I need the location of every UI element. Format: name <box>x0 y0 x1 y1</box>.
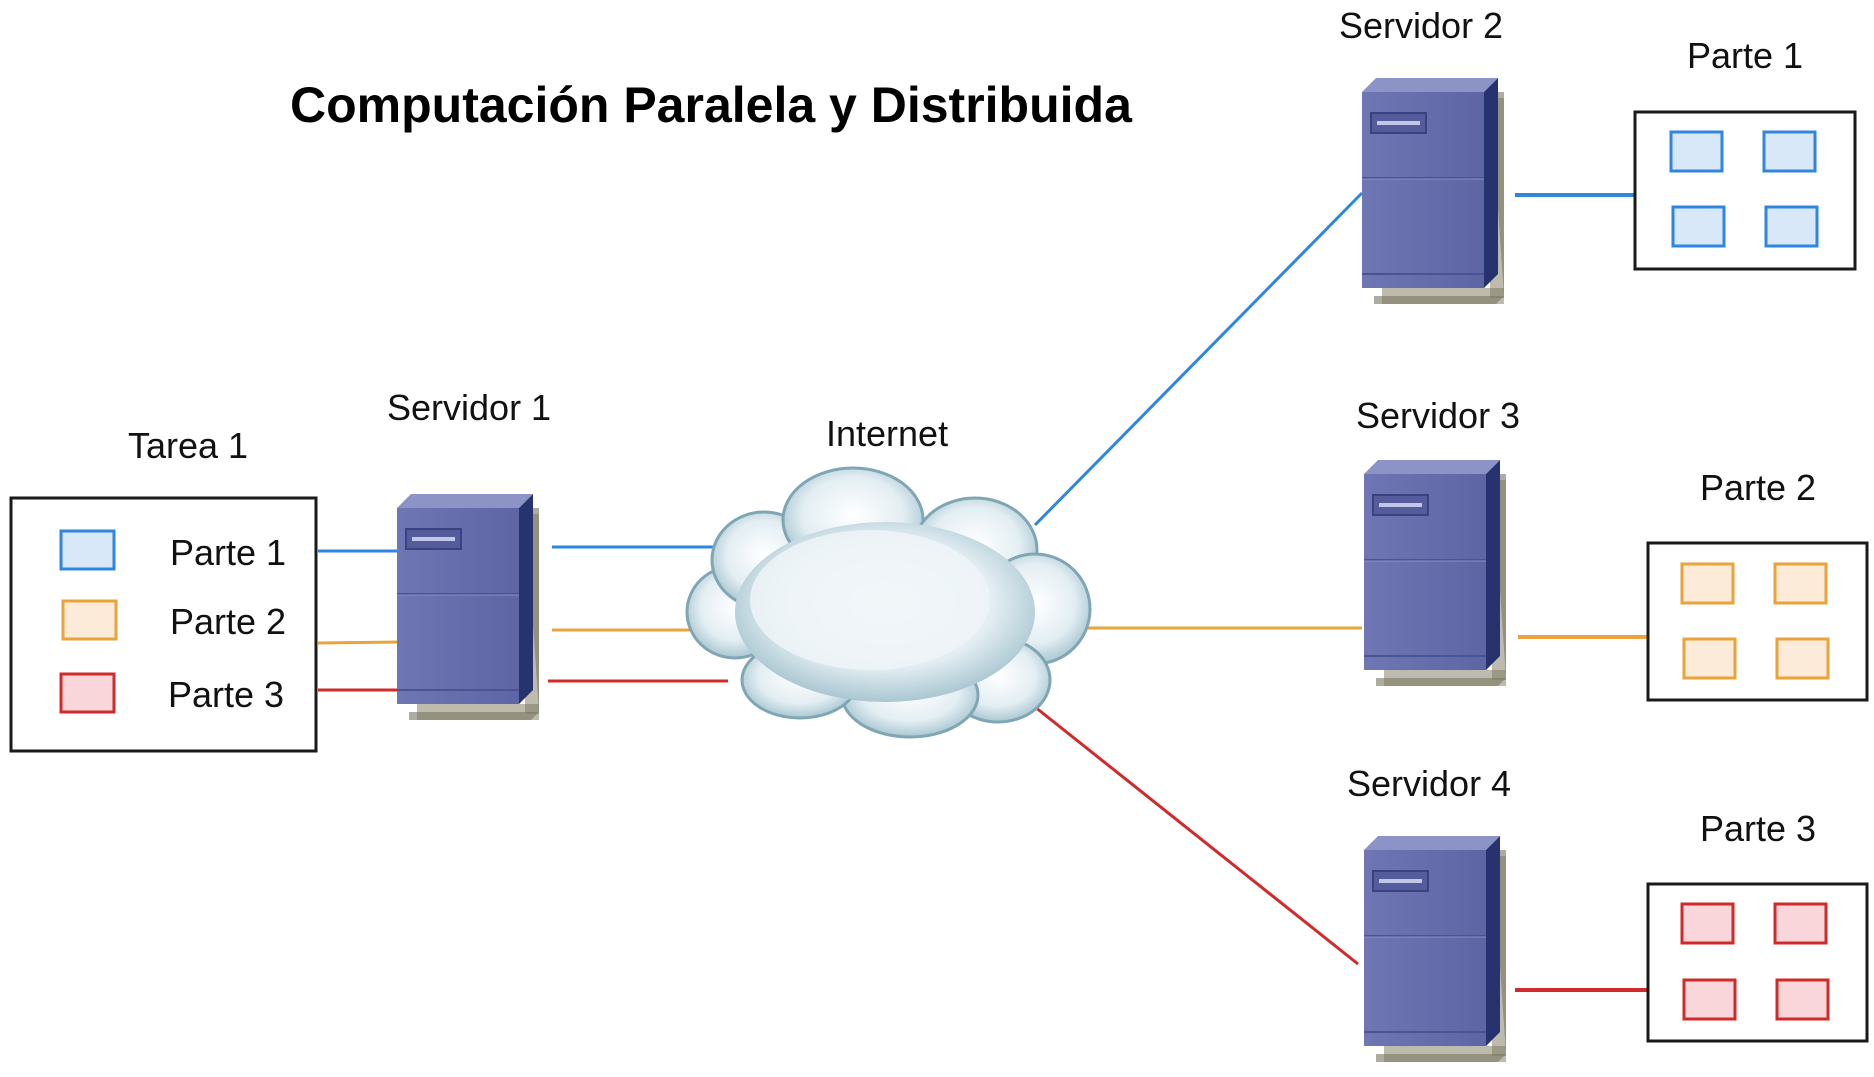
result-1-block <box>1671 205 1726 248</box>
result-2-block <box>1680 562 1735 605</box>
server3-icon <box>1362 458 1508 688</box>
result-label-1: Parte 1 <box>1687 35 1804 76</box>
legend-swatch-blue <box>59 529 116 571</box>
result-1-block <box>1764 205 1819 248</box>
diagram-title: Computación Paralela y Distribuida <box>290 77 1132 133</box>
result-label-2: Parte 2 <box>1700 467 1817 508</box>
result-3-block <box>1775 978 1830 1021</box>
server1-icon <box>395 492 541 722</box>
internet-cloud-icon <box>685 466 1092 739</box>
result-3-block <box>1773 902 1828 945</box>
task-label: Tarea 1 <box>128 425 249 466</box>
result-1-block <box>1669 130 1724 173</box>
server4-icon <box>1362 834 1508 1064</box>
result-box-2 <box>1646 541 1869 702</box>
legend-label-part-2: Parte 2 <box>170 601 287 642</box>
server1-label: Servidor 1 <box>387 387 552 428</box>
internet-to-server2-blue-link <box>1033 191 1364 527</box>
result-2-block <box>1682 637 1737 680</box>
result-label-3: Parte 3 <box>1700 808 1817 849</box>
result-3-block <box>1680 902 1735 945</box>
result-box-3 <box>1646 882 1869 1043</box>
result-3-block <box>1682 978 1737 1021</box>
legend-label-part-3: Parte 3 <box>168 674 285 715</box>
internet-to-server4-red-link <box>1029 701 1359 966</box>
server3-label: Servidor 3 <box>1356 395 1521 436</box>
connection-lines <box>317 191 1648 992</box>
result-box-1 <box>1633 110 1857 271</box>
server2-icon <box>1360 76 1506 306</box>
server2-label: Servidor 2 <box>1339 5 1504 46</box>
legend-swatch-orange <box>61 599 118 641</box>
task-box <box>9 496 318 753</box>
legend-swatch-red <box>59 672 116 714</box>
result-2-block <box>1775 637 1830 680</box>
result-1-block <box>1762 130 1817 173</box>
server4-label: Servidor 4 <box>1347 763 1512 804</box>
result-2-block <box>1773 562 1828 605</box>
internet-label: Internet <box>826 413 949 454</box>
legend-label-part-1: Parte 1 <box>170 532 287 573</box>
task-to-server1-orange-link <box>317 640 399 645</box>
